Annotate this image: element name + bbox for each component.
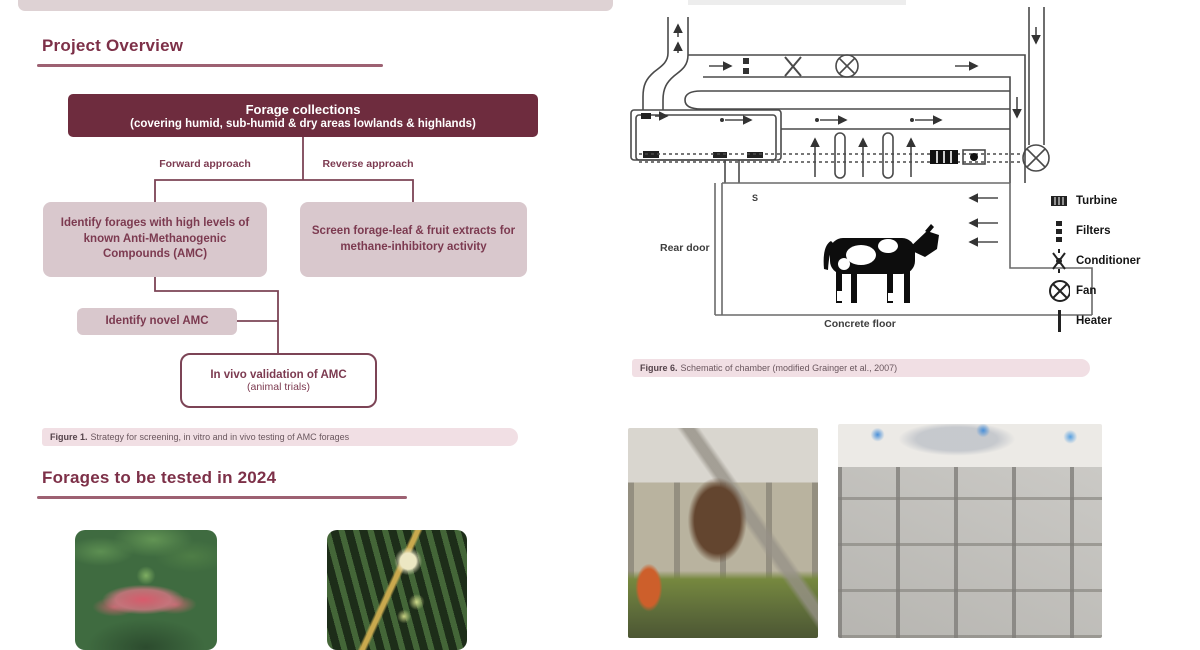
figure1-caption-text: Strategy for screening, in vitro and in …	[90, 432, 350, 442]
figure1-caption: Figure 1.Strategy for screening, in vitr…	[42, 428, 518, 446]
flow-root-box: Forage collections (covering humid, sub-…	[68, 94, 538, 137]
section-title-project-overview: Project Overview	[42, 36, 184, 55]
section-underline	[37, 496, 407, 499]
schematic-legend: Turbine Filters Conditioner Fan Heater	[1048, 186, 1198, 336]
poster-page: { "colors": { "maroon_dark": "#6e2c3e", …	[18, 0, 1198, 650]
validation-subtitle: (animal trials)	[246, 380, 310, 393]
figure1-caption-label: Figure 1.	[50, 432, 88, 442]
validation-title: In vivo validation of AMC	[210, 368, 347, 381]
reverse-approach-label: Reverse approach	[322, 158, 414, 170]
cow-in-respiration-chamber-photo	[628, 428, 818, 638]
forage-legume-cream-flower-photo	[327, 530, 467, 650]
chamber-outline	[714, 182, 1093, 316]
flow-box-novel-amc: Identify novel AMC	[77, 308, 237, 335]
legend-label: Fan	[1076, 285, 1097, 297]
forage-shrub-red-flowers-photo	[75, 530, 217, 650]
section-title-forages-2024: Forages to be tested in 2024	[42, 468, 277, 487]
turbine-icon	[1048, 189, 1070, 213]
flow-box-validation: In vivo validation of AMC (animal trials…	[180, 353, 377, 408]
intake-duct	[642, 17, 689, 110]
cropped-title-remnant	[688, 0, 906, 5]
concrete-floor-label: Concrete floor	[824, 318, 896, 330]
conditioner-symbol	[784, 56, 802, 77]
legend-label: Conditioner	[1076, 255, 1141, 267]
flowchart-connectors	[154, 137, 414, 353]
metal-chamber-pens-photo	[838, 424, 1102, 638]
heater-elements	[810, 132, 916, 179]
connector-branch	[154, 179, 414, 202]
fan-icon	[1048, 279, 1070, 303]
legend-label: Turbine	[1076, 195, 1118, 207]
flow-box-forward: Identify forages with high levels of kno…	[43, 202, 267, 277]
connector-forward-down	[154, 277, 279, 353]
rear-door-wall	[714, 183, 723, 315]
legend-label: Filters	[1076, 225, 1111, 237]
legend-label: Heater	[1076, 315, 1112, 327]
chamber-schematic	[630, 7, 1093, 316]
fan-symbol-exhaust	[1022, 144, 1050, 172]
legend-row-turbine: Turbine	[1048, 186, 1198, 216]
flow-root-title: Forage collections	[245, 101, 361, 117]
forward-approach-label: Forward approach	[159, 158, 251, 170]
legend-row-heater: Heater	[1048, 306, 1198, 336]
heater-icon	[1048, 309, 1070, 333]
exhaust-stack	[1022, 7, 1050, 172]
gas-sampling-lines	[639, 153, 1023, 163]
legend-row-conditioner: Conditioner	[1048, 246, 1198, 276]
flow-box-reverse: Screen forage-leaf & fruit extracts for …	[300, 202, 527, 277]
turbine-block	[930, 149, 986, 165]
cow-silhouette	[823, 224, 939, 303]
figure6-caption-text: Schematic of chamber (modified Grainger …	[680, 363, 898, 373]
filters-symbol	[743, 58, 749, 74]
rear-door-label: Rear door	[660, 242, 710, 254]
fan-symbol-top	[835, 54, 859, 78]
header-bar-remnant	[18, 0, 613, 11]
conditioner-icon	[1048, 249, 1070, 273]
section-underline	[37, 64, 383, 67]
figure6-caption-label: Figure 6.	[640, 363, 678, 373]
return-duct	[684, 90, 1010, 130]
filters-icon	[1048, 219, 1070, 243]
legend-row-filters: Filters	[1048, 216, 1198, 246]
sensor-s-label: S	[752, 193, 759, 203]
legend-row-fan: Fan	[1048, 276, 1198, 306]
top-duct	[688, 54, 1026, 183]
instrument-box	[630, 109, 782, 183]
flow-root-subtitle: (covering humid, sub-humid & dry areas l…	[130, 117, 476, 130]
figure6-caption: Figure 6.Schematic of chamber (modified …	[632, 359, 1090, 377]
